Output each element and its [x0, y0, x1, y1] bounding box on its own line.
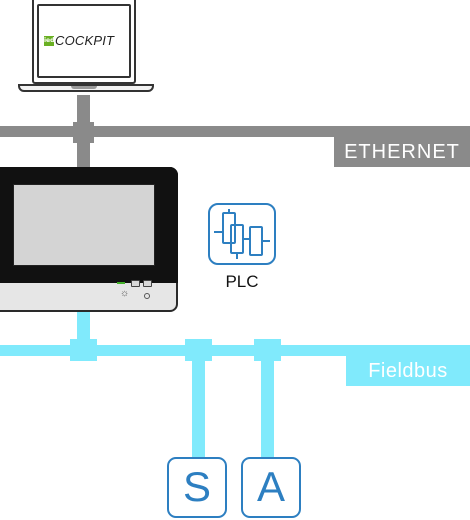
plc-icon — [208, 203, 276, 265]
fieldbus-junction-controller — [70, 339, 97, 361]
brightness-icon: ☼ — [120, 288, 130, 299]
fieldbus-drop-actuator — [261, 345, 274, 459]
actuator-device: A — [241, 457, 301, 518]
logo-mark: ied — [44, 35, 55, 46]
panel-screen — [13, 184, 155, 266]
ethernet-line — [0, 126, 470, 137]
fieldbus-junction-sensor — [185, 339, 212, 361]
fieldbus-line — [0, 345, 470, 356]
fieldbus-junction-actuator — [254, 339, 281, 361]
panel-button-right — [143, 280, 152, 287]
ethernet-junction — [73, 122, 94, 143]
fieldbus-drop-sensor — [192, 345, 205, 459]
laptop-notch — [71, 86, 97, 89]
power-indicator-icon — [144, 293, 150, 299]
logo-text: COCKPIT — [55, 33, 115, 48]
status-led — [117, 282, 125, 284]
sensor-device: S — [167, 457, 227, 518]
fieldbus-label-box — [346, 356, 470, 386]
cockpit-logo: ied COCKPIT — [44, 33, 114, 48]
fieldbus-label: Fieldbus — [368, 360, 448, 382]
ethernet-label: ETHERNET — [344, 141, 460, 163]
ethernet-label-box — [334, 137, 470, 167]
panel-button-left — [131, 280, 140, 287]
plc-label: PLC — [225, 272, 259, 291]
plc-circuit-icon — [214, 209, 270, 259]
